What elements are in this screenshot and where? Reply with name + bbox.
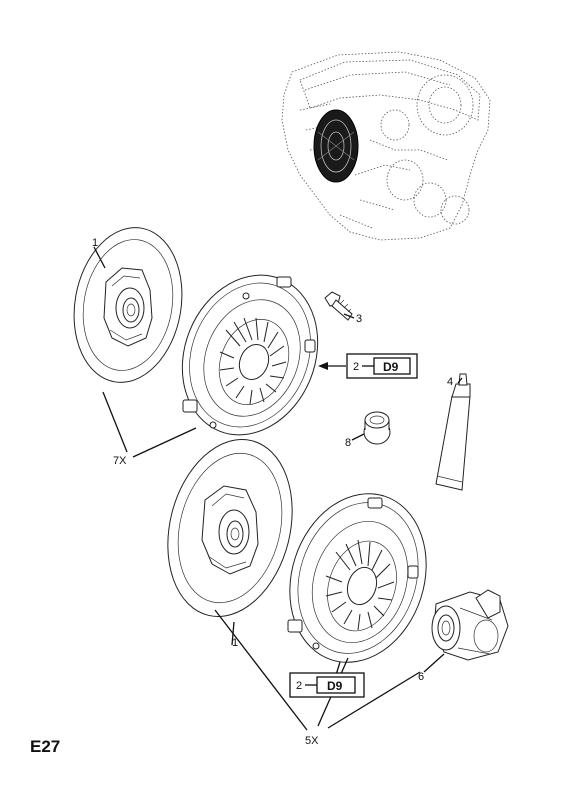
- callout-qty-upper: 7X: [113, 455, 127, 467]
- bush: [363, 411, 391, 445]
- callout-grease: 4: [447, 376, 453, 388]
- ref-box-lower-code: D9: [327, 679, 343, 693]
- clutch-disc-upper: [73, 227, 183, 383]
- ref-box-upper-index: 2: [353, 361, 359, 373]
- pressure-plate-lower: [287, 493, 427, 663]
- callout-qty-lower: 5X: [305, 735, 319, 747]
- callout-disc-upper: 1: [92, 237, 98, 249]
- clutch-disc-lower: [167, 438, 293, 618]
- ref-box-lower: 2 D9: [289, 672, 365, 698]
- callout-disc-lower: 1: [232, 637, 238, 649]
- page-code: E27: [30, 737, 60, 756]
- callout-bush: 8: [345, 437, 351, 449]
- ref-box-upper: 2 D9: [346, 353, 418, 379]
- pressure-plate-upper: [181, 274, 319, 436]
- engine-illustration: [281, 51, 491, 241]
- grease-tube: [435, 373, 471, 491]
- callout-bearing: 6: [418, 671, 424, 683]
- callout-bolt: 3: [356, 313, 362, 325]
- ref-box-upper-code: D9: [383, 360, 399, 374]
- ref-box-lower-index: 2: [296, 680, 302, 692]
- release-bearing: [431, 589, 509, 661]
